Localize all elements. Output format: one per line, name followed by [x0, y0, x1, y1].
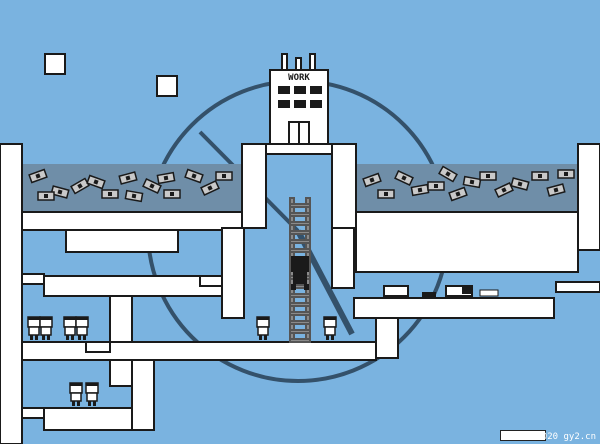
cash-bundle-icon: [184, 168, 204, 184]
water-pool-right: [356, 164, 578, 212]
floating-square: [44, 53, 66, 75]
person-icon: [69, 382, 83, 406]
rooftop-ledge: [265, 143, 333, 155]
cash-bundle-icon: [156, 171, 176, 185]
cash-bundle-icon: [50, 185, 70, 199]
cash-bundle-icon: [546, 183, 566, 197]
cash-bundle-icon: [410, 183, 430, 197]
credit-text: snake2020 gy2.cn: [509, 432, 596, 442]
cash-bundle-icon: [462, 175, 482, 189]
credit-box: [500, 430, 546, 441]
cash-bundle-icon: [479, 171, 497, 181]
cash-bundle-icon: [215, 171, 233, 181]
sleeping-figures: [383, 285, 499, 298]
floating-square: [156, 75, 178, 97]
person-icon: [323, 316, 337, 340]
cash-bundle-icon: [163, 189, 181, 199]
person-icon: [39, 316, 53, 340]
cash-bundle-icon: [494, 181, 514, 199]
cash-bundle-icon: [438, 165, 458, 183]
person-icon: [75, 316, 89, 340]
cash-bundle-icon: [394, 169, 414, 187]
cash-bundle-icon: [200, 179, 220, 197]
person-icon: [85, 382, 99, 406]
cash-bundle-icon: [28, 168, 48, 184]
cash-bundle-icon: [557, 169, 575, 179]
cash-bundle-icon: [101, 189, 119, 199]
cash-bundle-icon: [124, 189, 144, 203]
cash-bundle-icon: [427, 181, 445, 191]
cash-bundle-icon: [377, 189, 395, 199]
cash-bundle-icon: [531, 171, 549, 181]
cash-bundle-icon: [142, 177, 162, 195]
cash-bundle-icon: [510, 177, 530, 191]
cash-bundle-icon: [362, 172, 382, 188]
person-icon: [63, 316, 77, 340]
people-layer: [27, 316, 337, 406]
cash-bundle-icon: [86, 174, 106, 190]
cash-bundle-icon: [37, 191, 55, 201]
person-icon: [256, 316, 270, 340]
cash-bundle-icon: [118, 171, 138, 185]
building-sign: WORK: [288, 73, 310, 83]
player-icon[interactable]: [291, 256, 309, 290]
maze-walls: [0, 143, 600, 444]
work-building[interactable]: WORK: [269, 53, 329, 145]
cash-bundle-icon: [448, 186, 468, 202]
cash-layer: [28, 165, 575, 203]
